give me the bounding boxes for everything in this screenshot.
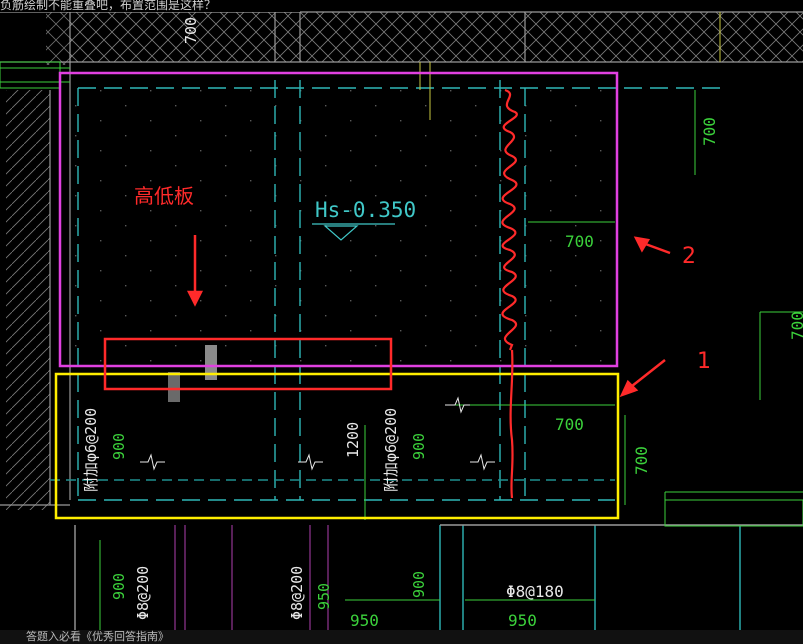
beam-green-right (664, 499, 803, 527)
dim-bot-900-a: 900 (110, 573, 128, 600)
dim-top-700: 700 (182, 17, 200, 44)
elevation-label: Hs-0.350 (315, 198, 416, 222)
dim-mid-900: 900 (410, 433, 428, 460)
rebar-dist-mid: 附加φ6@200 (382, 408, 400, 492)
dim-yellow-700: 700 (555, 415, 584, 434)
markup-arrows (186, 235, 671, 398)
rebar-lines (50, 80, 803, 644)
dim-yellow-right-700: 700 (632, 446, 651, 475)
markup-red-box (103, 337, 393, 391)
dim-right-700-b: 700 (788, 311, 803, 340)
distribution-region-box (54, 372, 620, 520)
dim-right-700-a: 700 (700, 117, 719, 146)
step-block-lower (168, 372, 180, 402)
high-low-slab-region-box (58, 71, 619, 368)
dim-bot-950-a: 950 (315, 583, 333, 610)
label-high-low-slab: 高低板 (134, 184, 194, 208)
rebar-bot-phi8-a: Φ8@200 (134, 566, 152, 620)
break-symbols (140, 396, 495, 471)
hatch-top (70, 12, 803, 62)
dimension-lines (0, 67, 803, 640)
hatch-left (6, 90, 50, 510)
dim-bot-950-c: 950 (508, 611, 537, 630)
post-title: 负筋绘制不能重叠吧，布置范围是这样？ (0, 0, 300, 12)
markup-red-line (509, 349, 514, 499)
misc-lines (174, 12, 721, 644)
footer-tip-link[interactable]: 答题入必看《优秀回答指南》 (26, 630, 169, 643)
footer-bar: 答题入必看《优秀回答指南》 (0, 630, 803, 644)
beam-green-left (0, 61, 61, 89)
slab-dots (70, 80, 610, 370)
label-arrow-2: 2 (682, 244, 696, 269)
dim-mid-700: 700 (565, 232, 594, 251)
markup-red-scribble (501, 88, 518, 351)
dim-bot-950-b: 950 (350, 611, 379, 630)
dim-bot-900-b: 900 (410, 571, 428, 598)
rebar-bot-phi8-b: Φ8@200 (288, 566, 306, 620)
rebar-dist-left: 附加φ6@200 (82, 408, 100, 492)
step-block-upper (205, 345, 217, 380)
dim-left-900: 900 (110, 433, 128, 460)
elevation-mark: Hs-0.350 (312, 198, 416, 241)
rebar-bot-phi8-c: Φ8@180 (506, 582, 564, 601)
label-arrow-1: 1 (697, 349, 711, 374)
dim-mid-1200: 1200 (344, 422, 362, 458)
grid-lines (0, 11, 803, 506)
hatch-topleft (46, 10, 72, 65)
